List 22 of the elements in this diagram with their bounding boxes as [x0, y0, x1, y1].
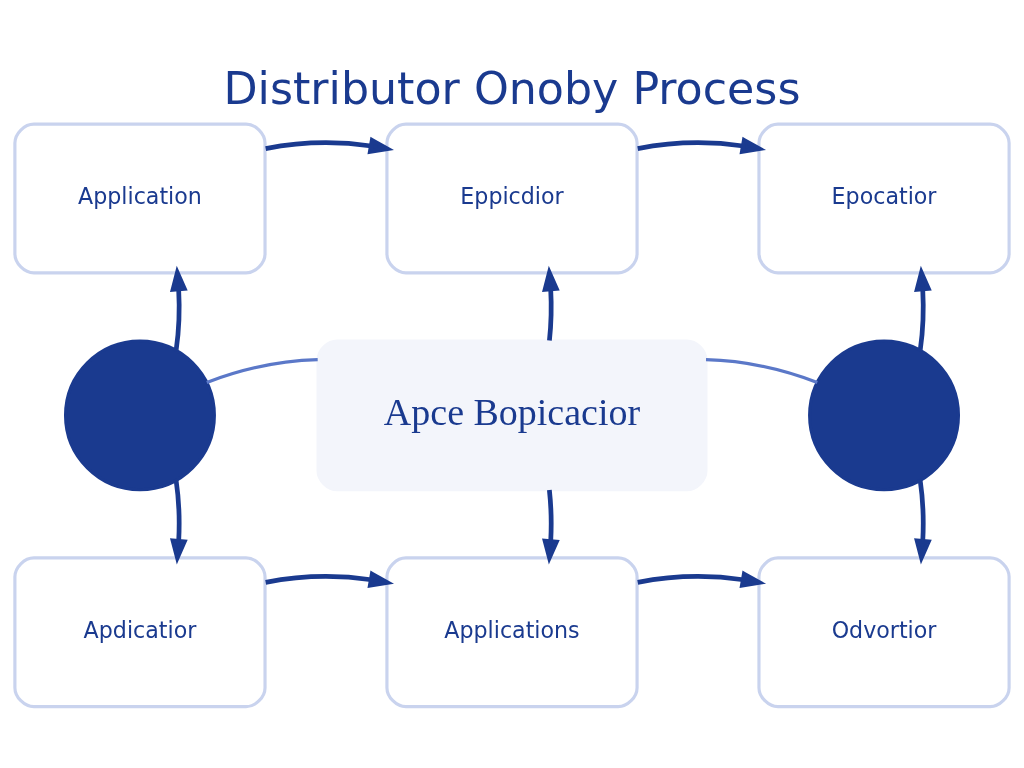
arrow: [169, 265, 188, 350]
node-box: Odvortior: [757, 555, 1011, 708]
node-box: Apdicatior: [13, 555, 267, 708]
arrow: [637, 570, 767, 588]
node-box: Apce Bopicacior: [316, 338, 708, 491]
node-circle: [63, 338, 216, 491]
node-box: Applications: [385, 555, 639, 708]
arrow: [637, 136, 767, 154]
arrow: [914, 479, 932, 564]
node-circle: [808, 338, 961, 491]
arrow: [265, 136, 394, 154]
arrow: [914, 265, 932, 350]
node-box: Application: [13, 122, 267, 274]
arrow: [265, 570, 394, 588]
node-box: Eppicdior: [385, 122, 639, 274]
connector: [705, 357, 818, 384]
arrow: [542, 265, 560, 341]
node-box: Epocatior: [757, 122, 1011, 274]
arrow: [170, 479, 188, 564]
diagram-title: Distributor Onoby Process: [223, 62, 801, 114]
arrow: [542, 489, 560, 564]
connector: [206, 357, 318, 384]
